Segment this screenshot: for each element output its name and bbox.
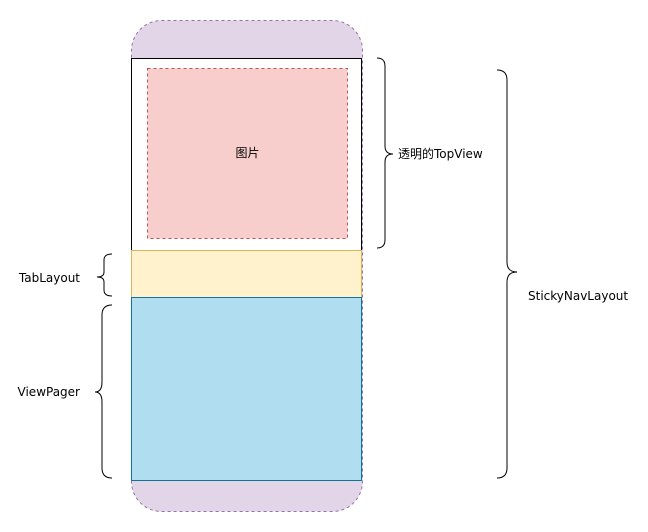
top-view-label: 透明的TopView (398, 146, 483, 161)
sticky-nav-brace (496, 69, 518, 479)
image-label: 图片 (235, 146, 259, 160)
view-pager-brace (94, 304, 113, 479)
image-box (147, 68, 348, 239)
tab-layout-label: TabLayout (18, 271, 80, 285)
top-view-brace (376, 57, 394, 249)
tab-layout-box (131, 250, 362, 298)
view-pager-label: ViewPager (18, 385, 81, 399)
sticky-nav-label: StickyNavLayout (528, 289, 628, 303)
tab-layout-brace (96, 253, 113, 297)
view-pager-box (131, 297, 362, 481)
